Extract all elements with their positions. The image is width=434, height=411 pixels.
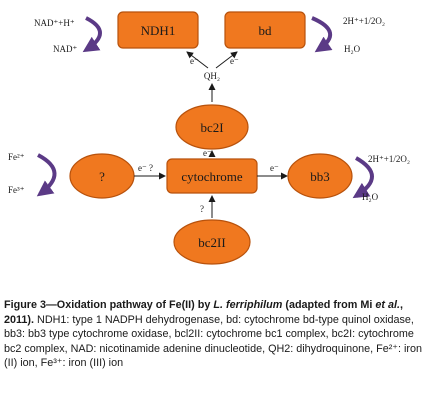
caption-title-b: (adapted from Mi xyxy=(282,299,373,311)
label-qh2: QH₂ xyxy=(204,71,220,81)
node-ndh1-label: NDH1 xyxy=(141,23,176,38)
node-cytochrome-label: cytochrome xyxy=(181,169,243,184)
bd-curved-arrow xyxy=(311,16,333,53)
node-bb3 xyxy=(287,153,353,199)
arrow-qh2-to-bd xyxy=(215,51,238,69)
node-bc2i xyxy=(175,104,249,150)
node-bc2i-label: bc2I xyxy=(200,120,223,135)
label-2h-o2-b: 2H⁺+1/2O₂ xyxy=(368,154,410,164)
label-h2o-b: H₂O xyxy=(362,192,379,202)
node-question-label: ? xyxy=(99,169,105,184)
label-2h-o2: 2H⁺+1/2O₂ xyxy=(343,16,385,26)
node-ndh1 xyxy=(117,11,199,49)
caption-species: L. ferriphilum xyxy=(213,299,283,311)
caption-title-a: —Oxidation pathway of Fe(II) by xyxy=(46,299,214,311)
figure-caption: Figure 3—Oxidation pathway of Fe(II) by … xyxy=(4,298,430,371)
bb3-curved-arrow xyxy=(352,156,374,199)
caption-etal: et al. xyxy=(375,299,400,311)
label-e-ndh1: e⁻ xyxy=(190,56,199,66)
label-h2o: H₂O xyxy=(344,44,361,54)
label-e-bc2i: e⁻ xyxy=(203,148,212,158)
label-fe3: Fe³⁺ xyxy=(8,185,25,195)
label-e-bd: e⁻ xyxy=(230,56,239,66)
node-bd-label: bd xyxy=(259,23,273,38)
node-bb3-label: bb3 xyxy=(310,169,330,184)
label-fe2: Fe²⁺ xyxy=(8,152,25,162)
node-bc2ii-label: bc2II xyxy=(198,235,225,250)
label-nad: NAD⁺ xyxy=(53,44,77,54)
caption-body: NDH1: type 1 NADPH dehydrogenase, bd: cy… xyxy=(4,313,423,370)
label-e-q: e⁻ ? xyxy=(138,163,153,173)
pathway-diagram: NAD⁺+H⁺ NAD⁺ NDH1 bd 2H⁺+1/2O₂ H₂O e⁻ e⁻… xyxy=(8,11,410,265)
question-curved-arrow xyxy=(36,153,57,197)
label-e-bb3: e⁻ xyxy=(270,163,279,173)
label-nad-h: NAD⁺+H⁺ xyxy=(34,18,75,28)
caption-fig-label: Figure 3 xyxy=(4,299,46,311)
node-bc2ii xyxy=(173,219,251,265)
ndh1-curved-arrow xyxy=(82,16,102,53)
label-q-bc2ii: ? xyxy=(200,204,204,214)
arrow-qh2-to-ndh1 xyxy=(186,51,209,69)
node-bd xyxy=(224,11,306,49)
caption-title-c: , 2011). xyxy=(4,299,403,326)
